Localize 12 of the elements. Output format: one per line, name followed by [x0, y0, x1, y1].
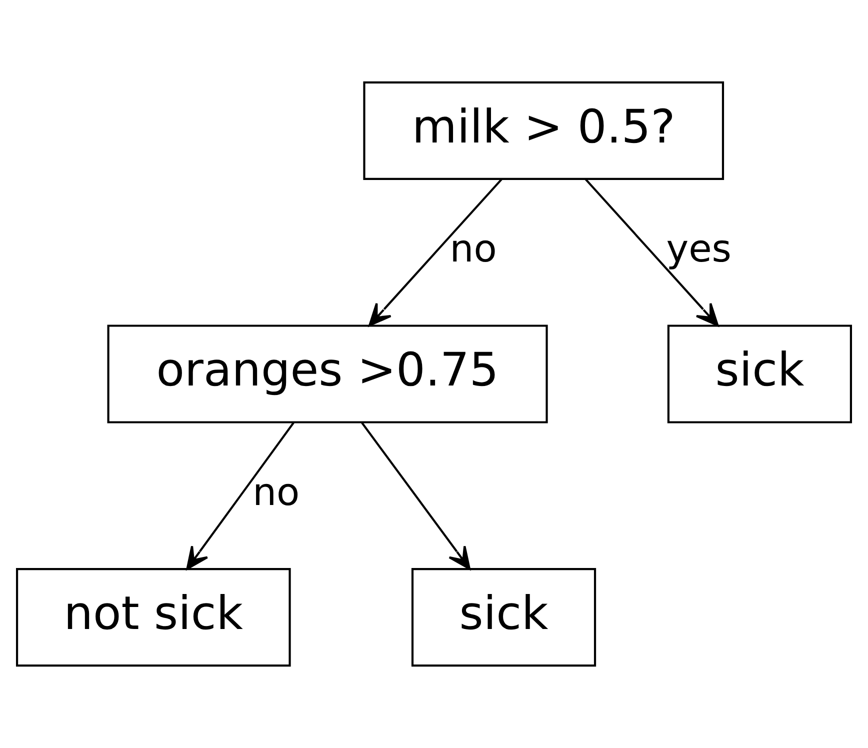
- node-box: milk > 0.5?: [363, 81, 724, 180]
- arrow: [186, 422, 294, 570]
- edge-label: no: [252, 470, 300, 514]
- arrow: [368, 178, 502, 326]
- edge-label: no: [450, 226, 497, 271]
- arrow: [585, 178, 719, 326]
- node-box: sick: [411, 568, 596, 667]
- node-box: sick: [667, 324, 852, 424]
- node-box: not sick: [16, 568, 291, 667]
- node-box: oranges >0.75: [107, 324, 548, 424]
- arrow: [361, 422, 470, 570]
- edge-label: yes: [666, 226, 732, 271]
